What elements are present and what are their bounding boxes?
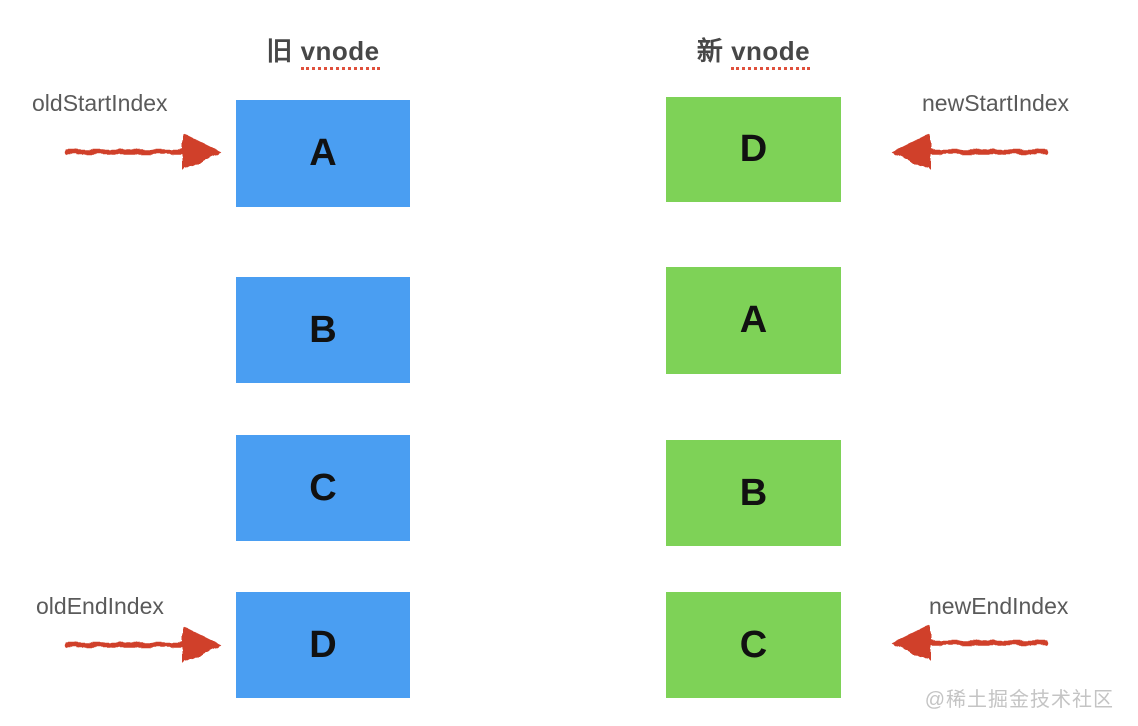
old-end-index-label: oldEndIndex [36, 593, 164, 619]
vnode-letter: C [739, 623, 768, 666]
vnode-letter: D [309, 623, 337, 666]
new-vnode-title: 新 vnode [666, 31, 841, 70]
new-end-index-label: newEndIndex [929, 593, 1069, 619]
old-end-arrow-icon [64, 626, 221, 664]
old-vnode-box-0: A [236, 100, 410, 207]
old-vnode-title-word: vnode [300, 36, 380, 70]
vnode-letter: D [739, 128, 768, 170]
new-vnode-box-0: D [666, 97, 841, 202]
old-start-arrow-icon [64, 133, 221, 171]
new-vnode-box-3: C [666, 592, 841, 698]
old-vnode-box-3: D [236, 592, 410, 698]
vnode-letter: A [309, 132, 337, 174]
new-vnode-title-word: vnode [731, 36, 811, 70]
vnode-letter: A [739, 299, 768, 341]
new-start-index-label: newStartIndex [922, 90, 1070, 116]
new-vnode-box-1: A [666, 267, 841, 374]
vnode-letter: B [309, 308, 337, 351]
old-vnode-box-1: B [236, 277, 410, 383]
juejin-watermark: @稀土掘金技术社区 [924, 689, 1114, 711]
old-vnode-box-2: C [236, 435, 410, 541]
new-vnode-box-2: B [666, 440, 841, 546]
old-vnode-title-prefix: 旧 [266, 36, 301, 66]
vnode-letter: B [739, 471, 768, 514]
vnode-letter: C [309, 466, 337, 509]
new-vnode-title-prefix: 新 [696, 36, 732, 66]
new-end-arrow-icon [892, 624, 1049, 662]
old-vnode-title: 旧 vnode [236, 31, 410, 70]
old-start-index-label: oldStartIndex [32, 90, 168, 116]
new-start-arrow-icon [892, 133, 1049, 171]
